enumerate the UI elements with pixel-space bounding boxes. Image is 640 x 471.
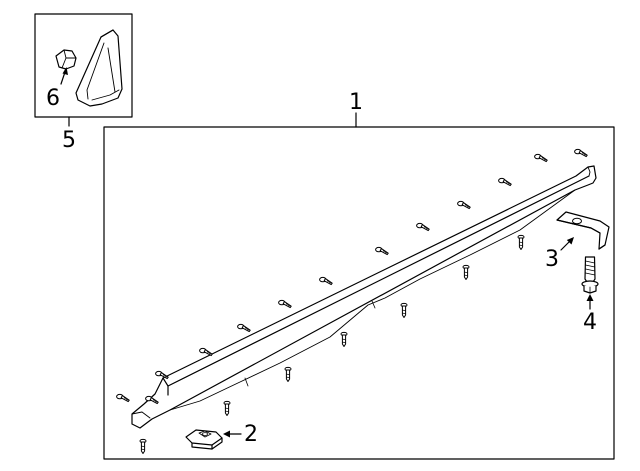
callout-1: 1 xyxy=(349,90,363,115)
arrow-3 xyxy=(560,237,574,251)
rocker-molding-icon xyxy=(131,165,597,429)
bolt-icon xyxy=(581,256,599,294)
clip-cap-icon xyxy=(55,49,77,70)
inset-frame xyxy=(34,13,133,118)
screw-icon xyxy=(237,323,251,333)
screw-icon xyxy=(573,148,588,158)
screw-icon xyxy=(278,299,292,309)
screw-icon xyxy=(284,366,292,383)
assembly-frame xyxy=(103,126,615,460)
screw-icon xyxy=(517,234,525,251)
callout-6: 6 xyxy=(46,86,60,111)
clip-icon xyxy=(185,429,223,450)
screw-icon xyxy=(340,331,348,348)
screw-icon xyxy=(223,400,231,417)
screw-icon xyxy=(319,276,333,286)
arrow-6 xyxy=(60,67,68,85)
callout-5: 5 xyxy=(62,128,76,153)
screw-icon xyxy=(457,200,471,210)
callout-3: 3 xyxy=(545,247,559,272)
callout-2: 2 xyxy=(244,422,258,447)
screw-icon xyxy=(400,302,408,319)
screw-icon xyxy=(533,153,548,163)
arrow-2 xyxy=(223,430,242,438)
screw-icon xyxy=(199,347,213,357)
screw-icon xyxy=(155,370,169,380)
screw-icon xyxy=(416,222,430,232)
arrow-4 xyxy=(586,294,594,310)
trim-panel-icon xyxy=(75,29,123,107)
bracket-icon xyxy=(556,211,610,250)
screw-icon xyxy=(375,246,389,256)
screw-icon xyxy=(498,177,512,187)
screw-icon xyxy=(462,264,470,281)
screw-icon xyxy=(115,393,130,403)
screw-icon xyxy=(139,438,147,455)
callout-4: 4 xyxy=(583,310,597,335)
